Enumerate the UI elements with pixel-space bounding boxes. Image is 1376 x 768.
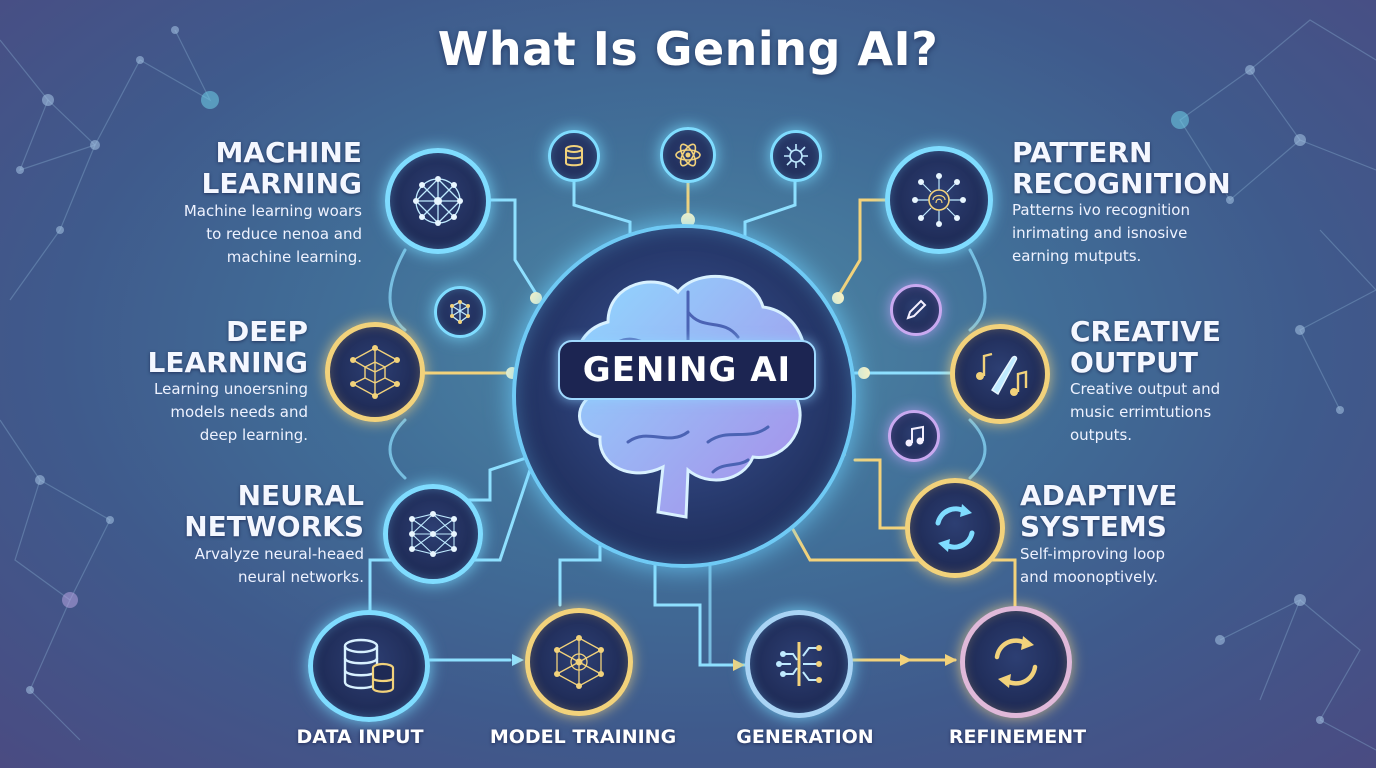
database-icon <box>343 638 395 693</box>
step-label-model-training: MODEL TRAINING <box>489 726 677 748</box>
page-title: What Is Gening AI? <box>437 22 939 76</box>
pattern-recognition-node <box>885 146 993 254</box>
neural-networks-node <box>383 484 483 584</box>
creative-output-node <box>950 324 1050 424</box>
adaptive-systems-node <box>905 478 1005 578</box>
cube-network-icon <box>350 345 400 399</box>
model-training-node <box>525 608 633 716</box>
refresh-cycle-icon <box>994 636 1038 688</box>
chip-icon <box>784 144 808 168</box>
core-label: GENING AI <box>558 340 816 400</box>
chip-node <box>770 130 822 182</box>
machine-learning-node <box>385 148 491 254</box>
molecule-icon <box>450 300 470 324</box>
step-label-generation: GENERATION <box>736 726 874 748</box>
step-label-data-input: DATA INPUT <box>296 726 424 748</box>
music-brush-icon <box>976 352 1028 396</box>
database-node <box>548 130 600 182</box>
molecule-node <box>434 286 486 338</box>
step-label-refinement: REFINEMENT <box>948 726 1087 748</box>
atom-icon <box>675 143 701 167</box>
cycle-arrows-icon <box>935 504 975 552</box>
pen-node <box>890 284 942 336</box>
atom-node <box>660 127 716 183</box>
data-input-node <box>308 610 430 722</box>
neural-network-icon <box>413 176 463 226</box>
music-note-node <box>888 410 940 462</box>
generation-node <box>745 610 853 718</box>
fingerprint-network-icon <box>912 173 966 227</box>
deep-learning-node <box>325 322 425 422</box>
network-training-icon <box>554 635 604 689</box>
music-note-icon <box>905 425 924 447</box>
refinement-node <box>960 606 1072 718</box>
layered-network-icon <box>409 511 457 557</box>
database-small-icon <box>565 145 583 167</box>
circuit-generation-icon <box>776 642 822 686</box>
pen-icon <box>906 299 927 320</box>
